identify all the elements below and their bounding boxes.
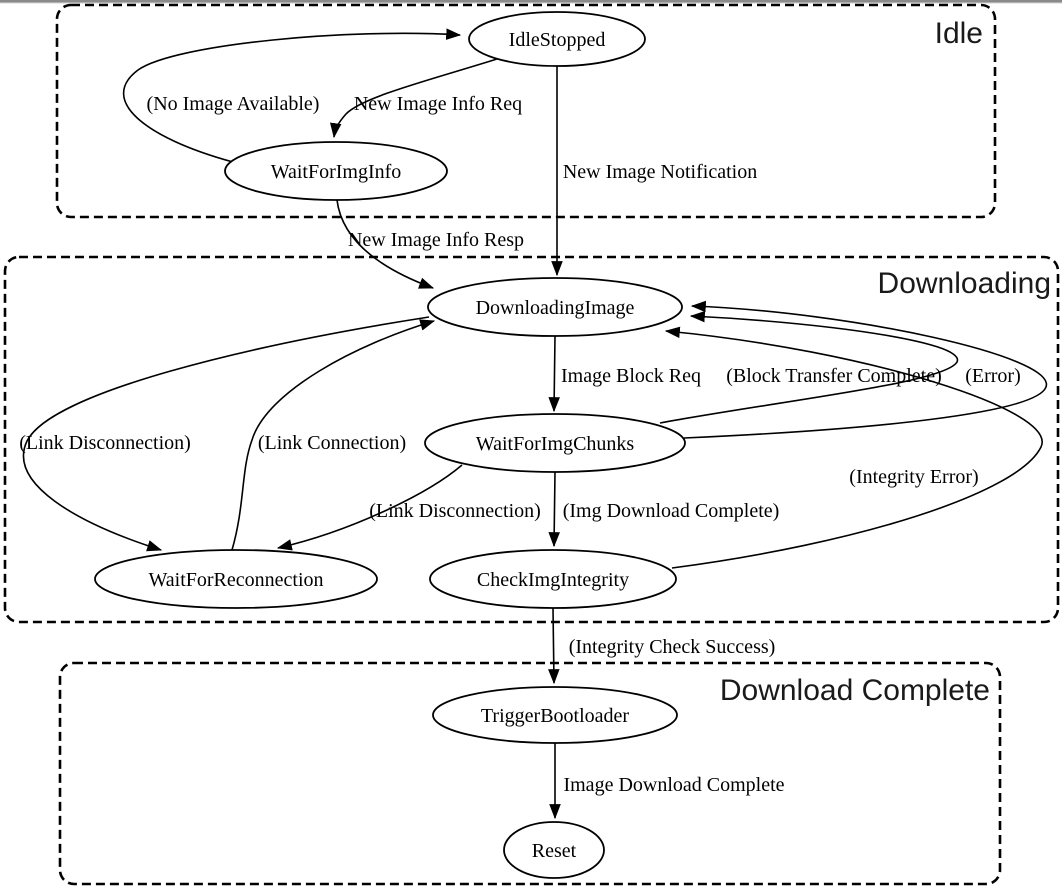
cluster-downloading-label: Downloading	[878, 267, 1051, 300]
state-node-waitforimgchunks: WaitForImgChunks	[424, 413, 686, 473]
edge-idlestopped-to-waitforimginfo	[329, 58, 498, 139]
edge-label-new-image-notification: New Image Notification	[563, 161, 757, 183]
state-node-checkimgintegrity: CheckImgIntegrity	[429, 549, 677, 609]
window-top-edge-highlight	[0, 2, 1062, 4]
cluster-downloading-box	[3, 255, 1060, 624]
edge-waitforimgchunks-to-waitforreconnection	[276, 464, 463, 551]
edge-waitforimgchunks-to-checkimgintegrity	[548, 471, 560, 548]
edge-downloadingimage-to-waitforreconnection	[22, 316, 430, 552]
state-node-idlestopped-shape	[468, 11, 646, 67]
edge-waitforimginfo-to-idlestopped	[122, 28, 462, 163]
edge-label-img-download-complete: (Img Download Complete)	[563, 500, 780, 522]
edge-label-block-transfer-complete: (Block Transfer Complete)	[726, 365, 942, 387]
state-node-waitforimginfo-shape	[224, 141, 448, 201]
state-node-waitforimginfo: WaitForImgInfo	[224, 141, 448, 201]
edge-downloadingimage-to-waitforimgchunks	[548, 335, 560, 413]
state-node-idlestopped-label: IdleStopped	[509, 29, 606, 51]
edge-label-image-block-req: Image Block Req	[561, 365, 701, 387]
edge-label-image-download-complete: Image Download Complete	[563, 774, 784, 796]
state-node-downloadingimage-label: DownloadingImage	[476, 297, 635, 319]
cluster-download-complete-box	[58, 661, 1002, 886]
cluster-download-complete-label: Download Complete	[720, 674, 990, 707]
state-node-reset-shape	[503, 821, 605, 879]
state-node-triggerbootloader: TriggerBootloader	[432, 686, 678, 744]
state-node-waitforreconnection: WaitForReconnection	[94, 549, 378, 609]
state-node-waitforreconnection-label: WaitForReconnection	[148, 569, 323, 591]
state-node-reset: Reset	[503, 821, 605, 879]
state-node-waitforimgchunks-shape	[424, 413, 686, 473]
cluster-idle-box	[55, 3, 997, 219]
edge-label-integrity-error: (Integrity Error)	[849, 466, 978, 488]
state-node-triggerbootloader-label: TriggerBootloader	[481, 705, 629, 727]
edge-waitforreconnection-to-downloadingimage	[231, 319, 436, 551]
edge-checkimgintegrity-to-triggerbootloader	[548, 607, 560, 685]
state-node-checkimgintegrity-shape	[429, 549, 677, 609]
cluster-idle-label: Idle	[935, 17, 983, 50]
state-node-idlestopped: IdleStopped	[468, 11, 646, 67]
state-node-waitforimgchunks-label: WaitForImgChunks	[476, 433, 635, 455]
state-node-downloadingimage: DownloadingImage	[427, 277, 683, 337]
state-node-triggerbootloader-shape	[432, 686, 678, 744]
edge-label-new-image-info-req: New Image Info Req	[354, 93, 522, 115]
window-top-edge	[0, 0, 1062, 3]
edge-label-no-image-available: (No Image Available)	[147, 93, 320, 115]
state-node-waitforreconnection-shape	[94, 549, 378, 609]
state-node-checkimgintegrity-label: CheckImgIntegrity	[477, 569, 629, 591]
edge-label-link-connection: (Link Connection)	[258, 432, 406, 454]
edge-label-error: (Error)	[965, 365, 1021, 387]
edge-checkimgintegrity-to-downloadingimage	[664, 326, 1043, 569]
edge-waitforimgchunks-to-downloadingimage-block-transfer	[659, 310, 958, 424]
state-node-reset-label: Reset	[532, 840, 577, 862]
edge-label-link-disconnection-mid: (Link Disconnection)	[369, 500, 541, 522]
state-node-downloadingimage-shape	[427, 277, 683, 337]
edge-label-new-image-info-resp: New Image Info Resp	[348, 229, 524, 251]
edge-waitforimgchunks-to-downloadingimage-error	[683, 300, 1047, 439]
state-node-waitforimginfo-label: WaitForImgInfo	[271, 161, 402, 183]
edge-waitforimginfo-to-downloadingimage	[336, 199, 435, 289]
edge-label-link-disconnection-left: (Link Disconnection)	[19, 432, 191, 454]
edge-label-integrity-check-success: (Integrity Check Success)	[569, 636, 776, 658]
